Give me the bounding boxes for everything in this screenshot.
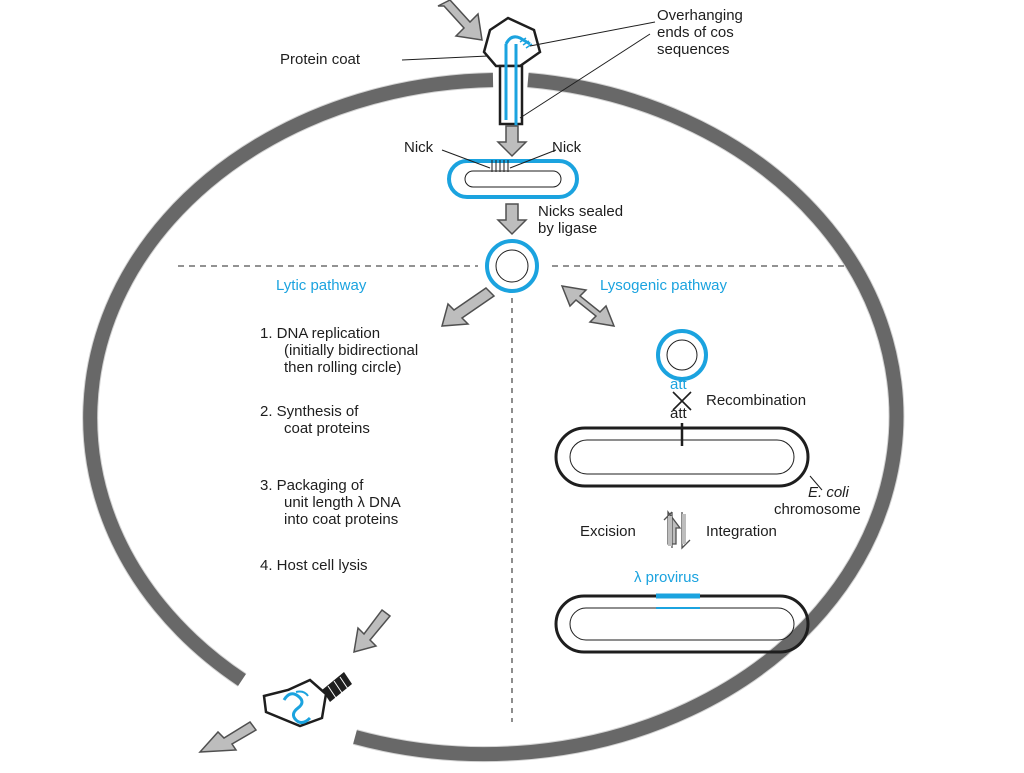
nick-right-label: Nick — [552, 139, 582, 156]
ecoli-label: E. coli — [808, 484, 850, 501]
nicked-dna-oval — [447, 159, 579, 199]
lytic-pathway-title: Lytic pathway — [276, 277, 367, 294]
overhang-label-line1: Overhanging — [657, 7, 743, 24]
nicks-sealed-label-line1: Nicks sealed — [538, 203, 623, 220]
step1-line1: 1. DNA replication — [260, 325, 380, 342]
outgoing-arrow-icon — [198, 721, 258, 753]
step2-line2: coat proteins — [284, 420, 370, 437]
provirus-chromosome — [554, 593, 810, 654]
overhang-label-line3: sequences — [657, 41, 730, 58]
down-arrow-icon — [496, 125, 528, 158]
overhang-label-line2: ends of cos — [657, 24, 734, 41]
step2-line1: 2. Synthesis of — [260, 403, 359, 420]
down-arrow-icon — [496, 203, 528, 236]
integration-label: Integration — [706, 523, 777, 540]
excision-integration-arrows-icon — [663, 510, 691, 550]
lytic-steps: 1. DNA replication (initially bidirectio… — [260, 325, 418, 574]
protein-coat-label: Protein coat — [280, 51, 361, 68]
provirus-label: λ provirus — [634, 569, 699, 586]
host-cell-wall — [82, 72, 905, 763]
circular-dna — [485, 239, 539, 293]
lysis-arrow-icon — [353, 608, 392, 654]
lysogenic-double-arrow-icon — [560, 285, 616, 327]
lysogenic-pathway-title: Lysogenic pathway — [600, 277, 728, 294]
step3-line1: 3. Packaging of — [260, 477, 364, 494]
step3-line3: into coat proteins — [284, 511, 398, 528]
crossover-x-icon — [672, 391, 692, 411]
att-bottom-label: att — [670, 405, 688, 422]
chromosome-label: chromosome — [774, 501, 861, 518]
ecoli-chromosome — [554, 423, 810, 488]
phage-circle-lysogenic — [656, 329, 708, 381]
released-phage-icon — [262, 672, 352, 728]
incoming-arrow-icon — [437, 0, 483, 41]
nick-left-label: Nick — [404, 139, 434, 156]
nicks-sealed-label-line2: by ligase — [538, 220, 597, 237]
step1-line2: (initially bidirectional — [284, 342, 418, 359]
step4-line1: 4. Host cell lysis — [260, 557, 368, 574]
att-top-label: att — [670, 376, 688, 393]
excision-label: Excision — [580, 523, 636, 540]
step3-line2: unit length λ DNA — [284, 494, 401, 511]
lytic-arrow-icon — [440, 287, 496, 327]
phage-head-icon — [437, 0, 542, 126]
step1-line3: then rolling circle) — [284, 359, 402, 376]
recombination-label: Recombination — [706, 392, 806, 409]
